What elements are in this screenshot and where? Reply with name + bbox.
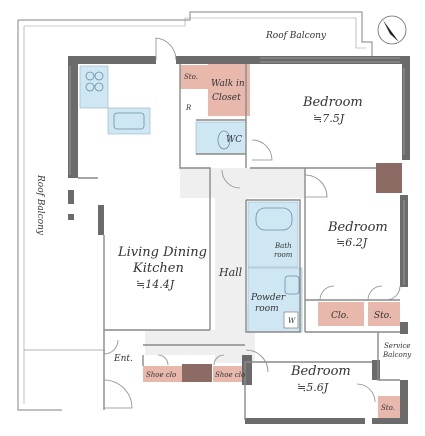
roof-balcony-outline <box>17 11 373 411</box>
shoe-clo-1-room <box>143 366 183 382</box>
roof-balcony-left-label: Roof Balcony <box>35 174 45 236</box>
wc-room <box>195 121 247 155</box>
ldk-label-2: Kitchen <box>132 261 184 276</box>
hall-label: Hall <box>218 266 243 279</box>
washer-box <box>283 311 299 329</box>
sto-bottom-room <box>378 396 402 418</box>
wall-accents <box>182 163 402 382</box>
sto-mid-label: Sto. <box>374 311 392 321</box>
shoe-clo-2-label: Shoe clo <box>215 371 245 379</box>
door-swings <box>103 37 401 409</box>
refrigerator-label: R <box>185 104 192 112</box>
hall-floor <box>145 168 305 363</box>
entrance-label: Ent. <box>113 354 133 364</box>
powder-label-2: room <box>255 304 279 314</box>
clo-label: Clo. <box>331 311 349 321</box>
kitchen-fixtures <box>85 71 300 295</box>
service-balcony-label-2: Balcony <box>382 351 412 359</box>
compass-north-arrow-icon <box>377 15 407 45</box>
shoe-clo-1-label: Shoe clo <box>146 371 176 379</box>
windows <box>69 57 405 285</box>
service-balcony-label-1: Service <box>384 342 411 350</box>
walk-in-closet <box>208 62 250 116</box>
ldk-size: ≒14.4J <box>136 278 175 291</box>
sto-top-label: Sto. <box>184 73 198 81</box>
powder-label-1: Powder <box>250 293 286 303</box>
clo-room <box>318 302 364 326</box>
sto-top-room <box>180 65 208 89</box>
bedroom1-size: ≒7.5J <box>313 112 345 125</box>
walk-in-label-2: Closet <box>212 93 241 103</box>
roof-balcony-top-label: Roof Balcony <box>265 31 327 41</box>
bedroom1-name: Bedroom <box>302 95 363 110</box>
bedroom2-name: Bedroom <box>327 220 388 235</box>
bathroom-label-1: Bath <box>274 242 292 250</box>
walk-in-label-1: Walk in <box>211 79 245 89</box>
washer-label: W <box>288 317 296 325</box>
bedroom3-name: Bedroom <box>290 364 351 379</box>
kitchen-island <box>107 107 151 135</box>
wc-label: WC <box>226 135 242 145</box>
bedroom2-size: ≒6.2J <box>336 236 368 249</box>
partitions <box>78 64 400 420</box>
ldk-label-1: Living Dining <box>117 245 207 260</box>
bathroom <box>247 201 299 268</box>
sto-mid-room <box>368 302 400 326</box>
wet-areas <box>79 65 303 333</box>
sto-bottom-label: Sto. <box>381 404 395 412</box>
shoe-clo-2-room <box>213 366 245 382</box>
storage-areas <box>143 62 402 418</box>
bathroom-label-2: room <box>274 251 293 259</box>
bedroom3-size: ≒5.6J <box>297 381 329 394</box>
